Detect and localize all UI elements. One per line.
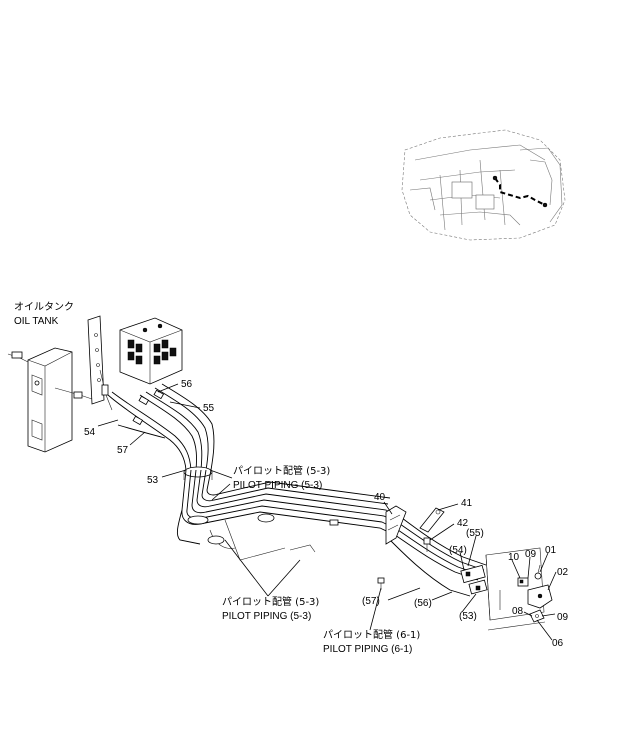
pilot-piping-label-jp-2: パイロット配管 (5-3) (222, 595, 319, 608)
clamp-plate-40 (385, 505, 407, 545)
pilot-piping-label-en-1: PILOT PIPING (5-3) (233, 480, 322, 491)
part-number-labels: 56 55 54 57 53 40 41 42 (55) (54) 10 09 … (84, 379, 569, 649)
part-number-06: 06 (552, 638, 564, 649)
part-number-55: 55 (203, 403, 215, 414)
part-number-53: 53 (147, 475, 159, 486)
main-pipe-bundle (176, 469, 487, 597)
pilot-piping-label-en-2: PILOT PIPING (5-3) (222, 611, 311, 622)
pilot-hoses (107, 383, 215, 471)
control-valve (119, 317, 183, 385)
mounting-bracket (87, 315, 113, 411)
machine-overview-inset (401, 129, 566, 241)
pilot-piping-label-jp-3: パイロット配管 (6-1) (323, 628, 420, 641)
oil-tank-label-en: OIL TANK (14, 316, 59, 327)
pilot-piping-label-jp-1: パイロット配管 (5-3) (233, 464, 330, 477)
part-number-57-ref: (57) (362, 596, 380, 607)
part-number-09-top: 09 (525, 549, 537, 560)
part-number-09-bottom: 09 (557, 612, 569, 623)
callout-labels: オイルタンク OIL TANK パイロット配管 (5-3) PILOT PIPI… (14, 301, 420, 655)
part-number-53-ref: (53) (459, 611, 477, 622)
part-number-56-ref: (56) (414, 598, 432, 609)
part-number-01: 01 (545, 545, 557, 556)
part-number-10: 10 (508, 552, 520, 563)
part-number-42: 42 (457, 518, 469, 529)
oil-tank-label-jp: オイルタンク (14, 301, 74, 313)
part-number-55-ref: (55) (466, 528, 484, 539)
part-number-56: 56 (181, 379, 193, 390)
part-number-54: 54 (84, 427, 96, 438)
bolt-42 (423, 537, 431, 552)
part-number-41: 41 (461, 498, 473, 509)
part-number-08: 08 (512, 606, 524, 617)
pilot-valve-assembly (460, 547, 553, 631)
clamp-41 (419, 507, 445, 533)
hose-clamp (183, 466, 213, 480)
pilot-piping-label-en-3: PILOT PIPING (6-1) (323, 644, 412, 655)
leader-lines (97, 383, 557, 641)
oil-tank (7, 347, 96, 453)
part-number-02: 02 (557, 567, 569, 578)
part-number-57: 57 (117, 445, 129, 456)
part-number-54-ref: (54) (449, 545, 467, 556)
part-number-40: 40 (374, 492, 386, 503)
